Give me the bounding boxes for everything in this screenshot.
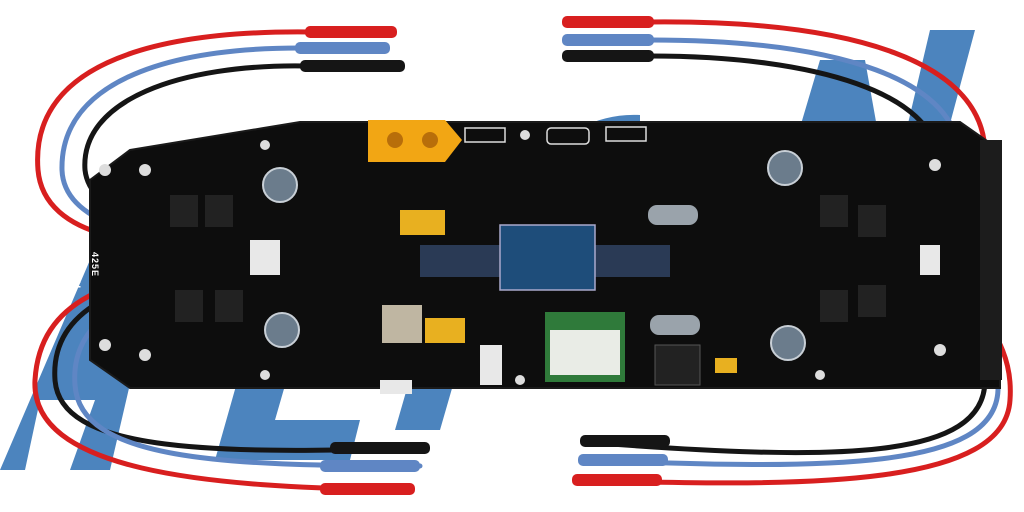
- board-model-marking: 425E: [90, 252, 100, 278]
- bullet-connectors: [295, 16, 670, 495]
- xt60-power-connector: [368, 120, 462, 162]
- board-brand-marking: ALIGN: [70, 250, 82, 290]
